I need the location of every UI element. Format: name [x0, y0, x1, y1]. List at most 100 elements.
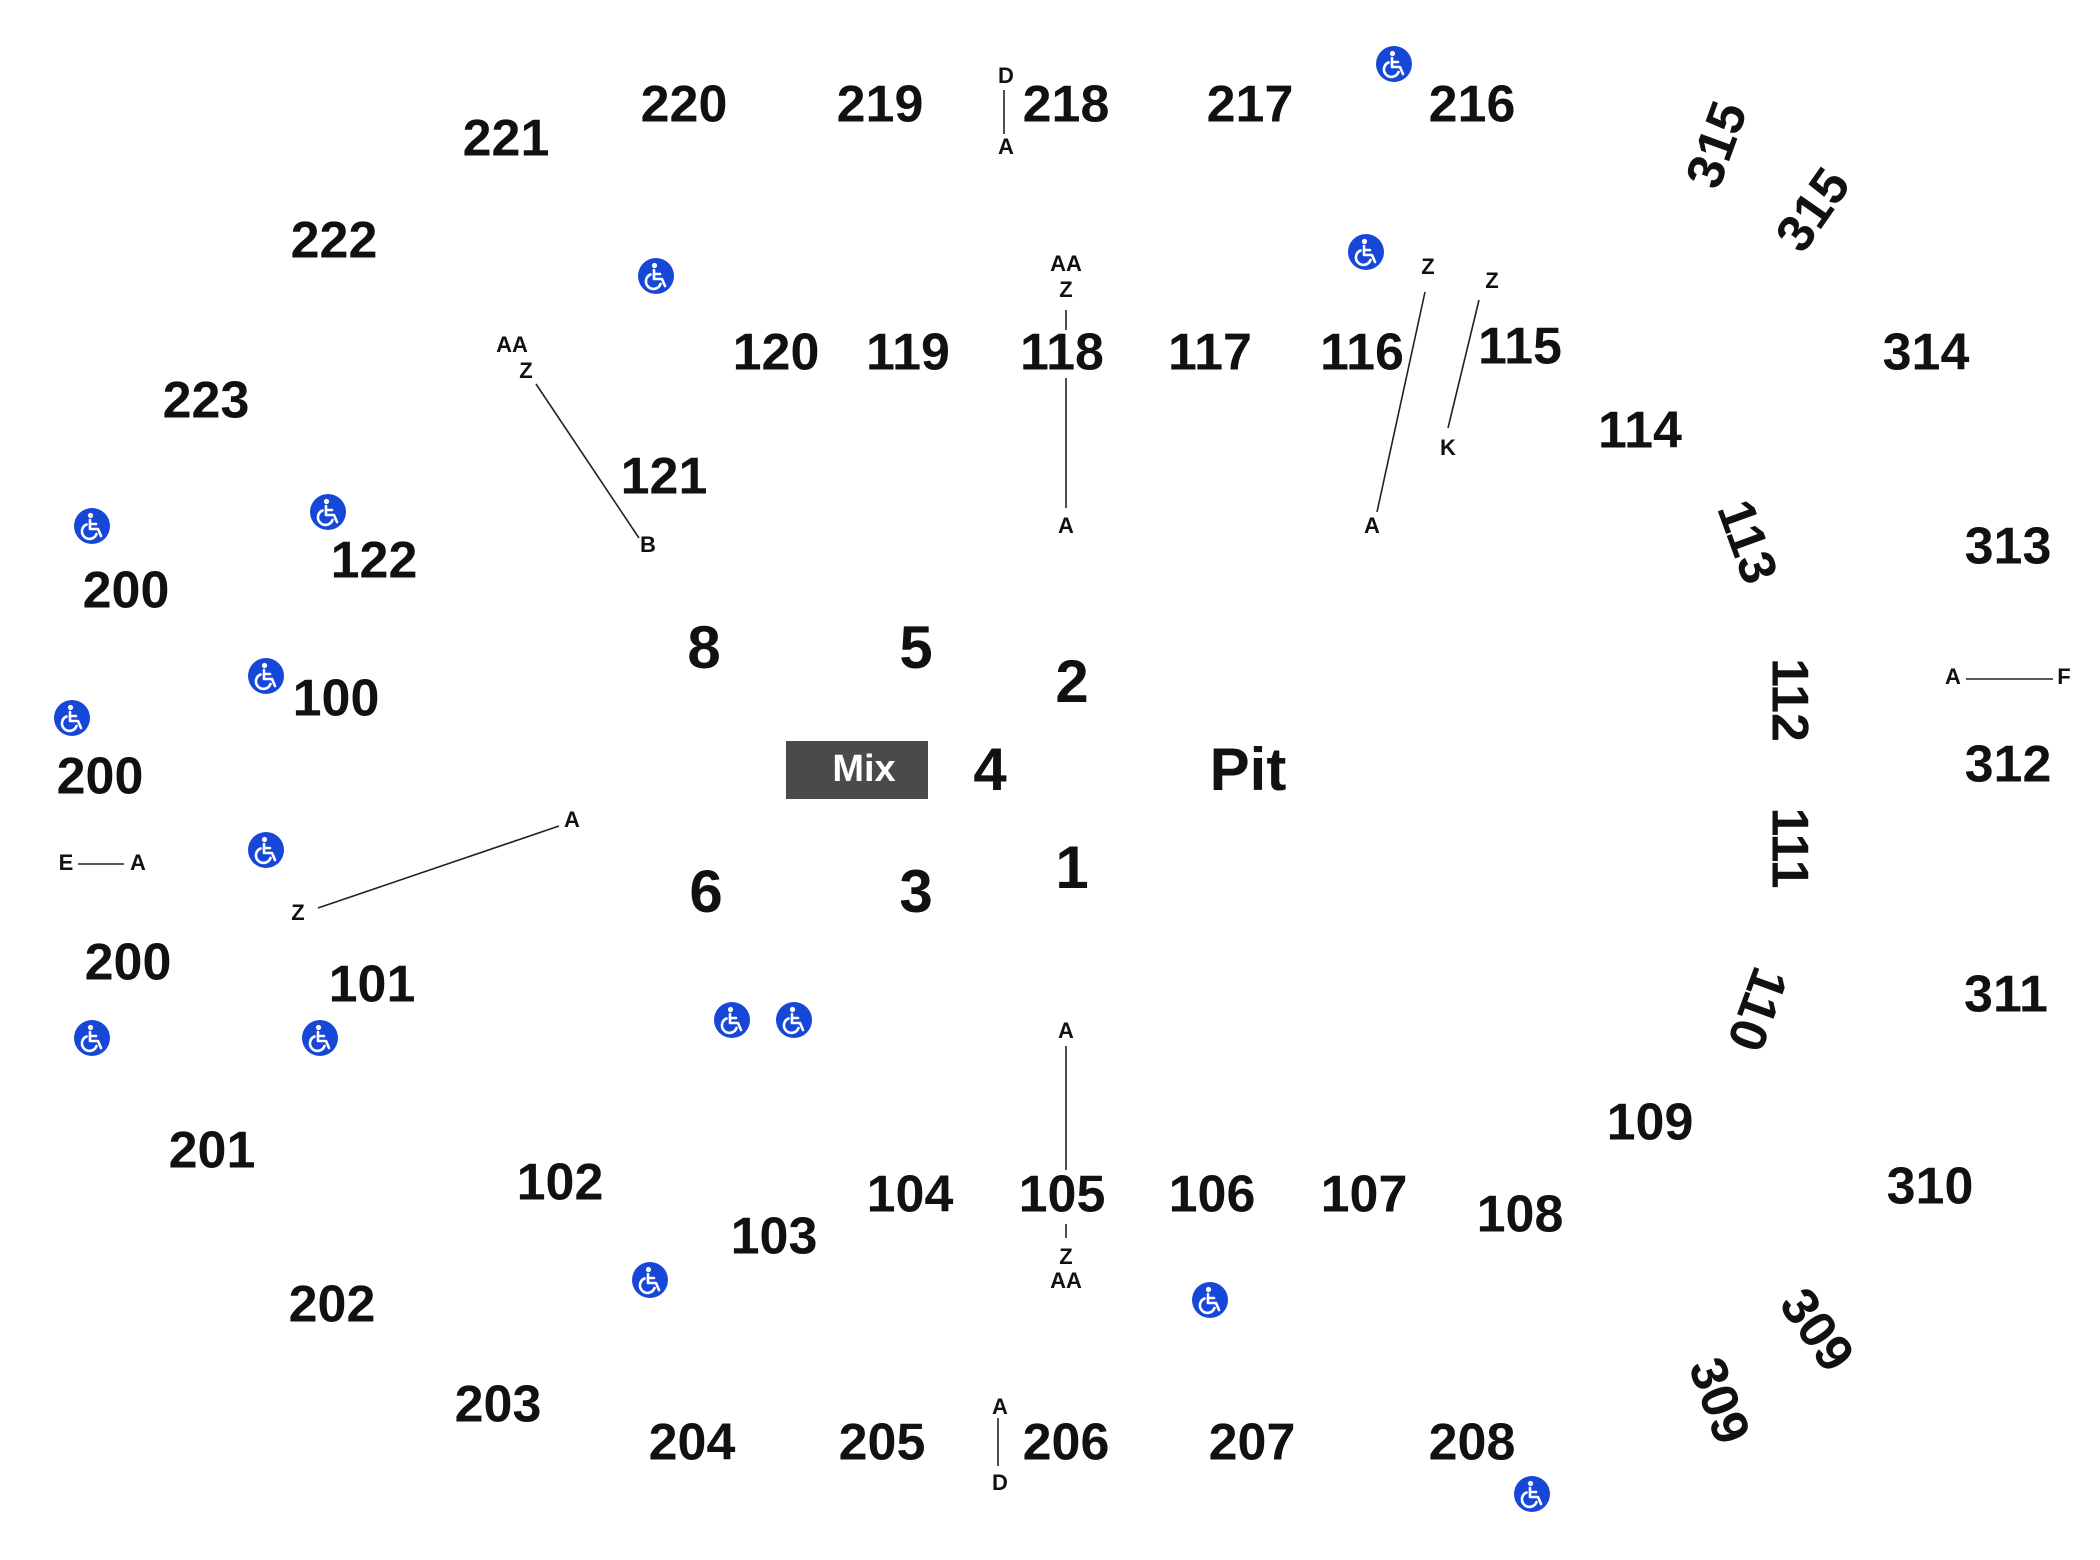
- section-220[interactable]: 220: [641, 76, 728, 134]
- section-1[interactable]: 1: [1055, 834, 1088, 901]
- section-119[interactable]: 119: [866, 324, 950, 382]
- section-312[interactable]: 312: [1965, 736, 2052, 794]
- section-204[interactable]: 204: [649, 1414, 736, 1472]
- section-207[interactable]: 207: [1209, 1414, 1296, 1472]
- row-200-a: A: [130, 850, 146, 875]
- section-206[interactable]: 206: [1023, 1414, 1110, 1472]
- section-105[interactable]: 105: [1019, 1166, 1106, 1224]
- section-101[interactable]: 101: [329, 956, 416, 1014]
- wheelchair-icon[interactable]: [1512, 1474, 1552, 1514]
- section-202[interactable]: 202: [289, 1276, 376, 1334]
- section-107[interactable]: 107: [1321, 1166, 1408, 1224]
- row-105-a: A: [1058, 1018, 1074, 1043]
- section-108[interactable]: 108: [1477, 1186, 1564, 1244]
- row-118-z: Z: [1059, 277, 1072, 302]
- wheelchair-icon[interactable]: [630, 1260, 670, 1300]
- section-222[interactable]: 222: [291, 212, 378, 270]
- section-109[interactable]: 109: [1607, 1094, 1694, 1152]
- wheelchair-icon[interactable]: [52, 698, 92, 738]
- section-217[interactable]: 217: [1207, 76, 1294, 134]
- section-111[interactable]: 111: [1760, 807, 1818, 888]
- section-100[interactable]: 100: [293, 670, 380, 728]
- row-116-z: Z: [1421, 254, 1434, 279]
- section-104[interactable]: 104: [867, 1166, 954, 1224]
- section-120[interactable]: 120: [733, 324, 820, 382]
- wheelchair-icon[interactable]: [246, 656, 286, 696]
- wheelchair-icon[interactable]: [636, 256, 676, 296]
- section-201[interactable]: 201: [169, 1122, 256, 1180]
- row-312-a: A: [1945, 664, 1961, 689]
- wheelchair-icon[interactable]: [246, 830, 286, 870]
- section-113[interactable]: 113: [1705, 493, 1788, 592]
- section-116[interactable]: 116: [1320, 324, 1404, 382]
- section-219[interactable]: 219: [837, 76, 924, 134]
- row-312-f: F: [2057, 664, 2070, 689]
- mix-box[interactable]: [786, 741, 928, 799]
- section-313[interactable]: 313: [1965, 518, 2052, 576]
- row-218-top: D: [998, 63, 1014, 88]
- section-314[interactable]: 314: [1883, 324, 1970, 382]
- section-3[interactable]: 3: [899, 858, 932, 925]
- section-106[interactable]: 106: [1169, 1166, 1256, 1224]
- section-110[interactable]: 110: [1715, 960, 1798, 1059]
- section-309-left[interactable]: 309: [1677, 1350, 1761, 1451]
- row-121-aa: AA: [496, 332, 528, 357]
- section-216[interactable]: 216: [1429, 76, 1516, 134]
- section-121[interactable]: 121: [621, 448, 708, 506]
- wheelchair-icon[interactable]: [72, 506, 112, 546]
- row-101-a: A: [564, 807, 580, 832]
- row-lines: [78, 90, 2053, 1466]
- section-200-top[interactable]: 200: [83, 562, 170, 620]
- section-223[interactable]: 223: [163, 372, 250, 430]
- section-203[interactable]: 203: [455, 1376, 542, 1434]
- section-115[interactable]: 115: [1478, 318, 1562, 376]
- section-311[interactable]: 311: [1964, 966, 2048, 1024]
- wheelchair-icon[interactable]: [1190, 1280, 1230, 1320]
- section-8[interactable]: 8: [687, 614, 720, 681]
- wheelchair-icon[interactable]: [712, 1000, 752, 1040]
- section-208[interactable]: 208: [1429, 1414, 1516, 1472]
- row-200-e: E: [59, 850, 74, 875]
- row-218-bottom: A: [998, 134, 1014, 159]
- row-121-z: Z: [519, 358, 532, 383]
- section-200-bottom[interactable]: 200: [85, 934, 172, 992]
- section-114[interactable]: 114: [1598, 402, 1682, 460]
- row-105-z: Z: [1059, 1244, 1072, 1269]
- section-309-right[interactable]: 309: [1768, 1278, 1865, 1382]
- section-122[interactable]: 122: [331, 532, 418, 590]
- row-206-bottom: D: [992, 1470, 1008, 1495]
- section-315-left[interactable]: 315: [1675, 94, 1759, 195]
- row-105-aa: AA: [1050, 1268, 1082, 1293]
- wheelchair-icon[interactable]: [1374, 44, 1414, 84]
- row-115-k: K: [1440, 435, 1456, 460]
- section-117[interactable]: 117: [1168, 324, 1252, 382]
- section-315-right[interactable]: 315: [1765, 158, 1862, 262]
- wheelchair-icon[interactable]: [1346, 232, 1386, 272]
- section-310[interactable]: 310: [1887, 1158, 1974, 1216]
- row-116-a: A: [1364, 513, 1380, 538]
- section-pit[interactable]: Pit: [1210, 736, 1287, 803]
- row-118-a: A: [1058, 513, 1074, 538]
- row-121-b: B: [640, 532, 656, 557]
- section-6[interactable]: 6: [689, 858, 722, 925]
- wheelchair-icon[interactable]: [308, 492, 348, 532]
- row-206-top: A: [992, 1394, 1008, 1419]
- section-205[interactable]: 205: [839, 1414, 926, 1472]
- row-118-aa: AA: [1050, 251, 1082, 276]
- section-218[interactable]: 218: [1023, 76, 1110, 134]
- section-2[interactable]: 2: [1055, 648, 1088, 715]
- section-112[interactable]: 112: [1760, 658, 1818, 742]
- wheelchair-icon[interactable]: [300, 1018, 340, 1058]
- wheelchair-icon[interactable]: [72, 1018, 112, 1058]
- section-102[interactable]: 102: [517, 1154, 604, 1212]
- wheelchair-icon[interactable]: [774, 1000, 814, 1040]
- row-115-z: Z: [1485, 268, 1498, 293]
- section-118[interactable]: 118: [1020, 324, 1104, 382]
- section-4[interactable]: 4: [973, 736, 1007, 803]
- section-200-middle[interactable]: 200: [57, 748, 144, 806]
- section-103[interactable]: 103: [731, 1208, 818, 1266]
- section-5[interactable]: 5: [899, 614, 932, 681]
- section-221[interactable]: 221: [463, 110, 550, 168]
- mix-label: Mix: [832, 748, 895, 790]
